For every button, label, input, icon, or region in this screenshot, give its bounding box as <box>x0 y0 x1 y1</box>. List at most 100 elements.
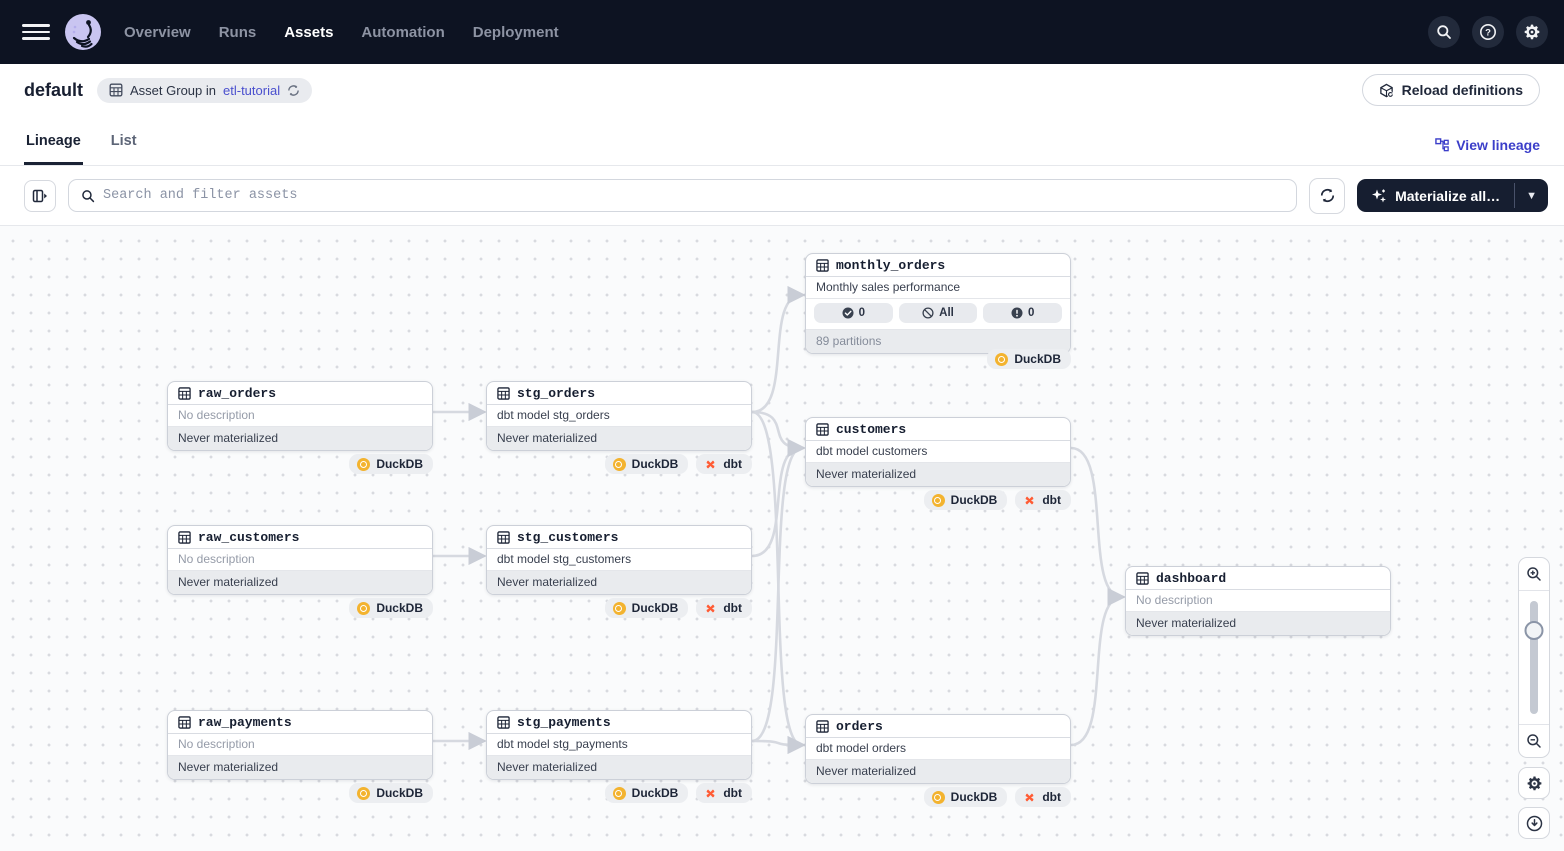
tag-dbt[interactable]: dbt <box>696 598 752 618</box>
asset-tag-row: DuckDB <box>167 598 433 618</box>
zoom-slider-thumb[interactable] <box>1524 621 1544 640</box>
partition-pill-check[interactable]: 0 <box>814 303 893 323</box>
asset-node-header[interactable]: monthly_orders <box>806 254 1070 277</box>
asset-node-header[interactable]: raw_customers <box>168 526 432 549</box>
duckdb-icon <box>612 457 626 471</box>
expand-sidebar-icon[interactable] <box>24 179 56 212</box>
help-icon[interactable]: ? <box>1472 16 1504 48</box>
asset-node-header[interactable]: customers <box>806 418 1070 441</box>
nav-item-deployment[interactable]: Deployment <box>472 23 559 41</box>
nav-item-assets[interactable]: Assets <box>284 23 334 41</box>
tab-list[interactable]: List <box>110 133 137 149</box>
asset-node-header[interactable]: stg_payments <box>487 711 751 734</box>
tab-lineage[interactable]: Lineage <box>24 133 83 165</box>
dagster-logo-icon[interactable] <box>64 13 102 51</box>
materialize-all-main[interactable]: Materialize all… <box>1357 179 1514 212</box>
asset-status: Never materialized <box>487 571 751 594</box>
reload-definitions-button[interactable]: Reload definitions <box>1361 74 1540 106</box>
download-image-icon[interactable] <box>1518 807 1550 839</box>
asset-description: dbt model stg_orders <box>487 405 751 427</box>
asset-node-header[interactable]: stg_orders <box>487 382 751 405</box>
tag-duckdb[interactable]: DuckDB <box>604 783 689 803</box>
nav-item-runs[interactable]: Runs <box>218 23 257 41</box>
refresh-icon[interactable] <box>1309 177 1346 214</box>
asset-table-icon <box>497 531 510 544</box>
asset-table-icon <box>178 531 191 544</box>
nav-item-automation[interactable]: Automation <box>361 23 445 41</box>
zoom-out-icon[interactable] <box>1519 724 1549 757</box>
graph-settings-icon[interactable] <box>1518 767 1550 799</box>
partition-pill-slash[interactable]: All <box>898 303 978 323</box>
tag-duckdb[interactable]: DuckDB <box>923 787 1008 807</box>
menu-icon[interactable] <box>22 18 50 46</box>
asset-node-header[interactable]: orders <box>806 715 1070 738</box>
asset-name: stg_orders <box>517 386 596 401</box>
settings-icon[interactable] <box>1516 16 1548 48</box>
asset-node-header[interactable]: stg_customers <box>487 526 751 549</box>
failed-warning-icon <box>1011 307 1023 319</box>
dbt-icon <box>706 604 715 612</box>
code-location-link[interactable]: etl-tutorial <box>223 82 281 98</box>
asset-table-icon <box>816 720 829 733</box>
duckdb-icon <box>357 601 371 615</box>
edge-stg_orders-to-orders <box>751 410 806 754</box>
tag-duckdb[interactable]: DuckDB <box>604 454 689 474</box>
duckdb-icon <box>612 786 626 800</box>
search-icon[interactable] <box>1428 16 1460 48</box>
view-lineage-link[interactable]: View lineage <box>1435 137 1540 165</box>
asset-status: Never materialized <box>487 427 751 450</box>
edge-orders-to-dashboard <box>1070 587 1126 747</box>
zoom-slider-track[interactable] <box>1530 601 1538 714</box>
sparkle-icon <box>1372 189 1387 202</box>
tag-duckdb[interactable]: DuckDB <box>349 454 433 474</box>
partition-pill-warn[interactable]: 0 <box>983 303 1063 323</box>
tag-duckdb[interactable]: DuckDB <box>604 598 689 618</box>
tag-dbt[interactable]: dbt <box>1015 490 1071 510</box>
tag-duckdb[interactable]: DuckDB <box>987 349 1071 369</box>
tag-dbt[interactable]: dbt <box>696 454 752 474</box>
asset-search <box>68 179 1298 212</box>
asset-node-header[interactable]: dashboard <box>1126 567 1390 590</box>
asset-status: Never materialized <box>487 756 751 779</box>
asset-name: customers <box>836 422 907 437</box>
sync-icon[interactable] <box>287 84 300 97</box>
tag-duckdb[interactable]: DuckDB <box>349 598 433 618</box>
tag-dbt[interactable]: dbt <box>1015 787 1071 807</box>
asset-name: stg_customers <box>517 530 619 545</box>
asset-node-header[interactable]: raw_payments <box>168 711 432 734</box>
materialize-dropdown-caret-icon[interactable]: ▼ <box>1526 189 1537 202</box>
tag-dbt[interactable]: dbt <box>696 783 752 803</box>
asset-name: raw_payments <box>198 715 292 730</box>
nav-item-overview[interactable]: Overview <box>124 23 191 41</box>
asset-group-badge: Asset Group in etl-tutorial <box>97 77 313 103</box>
asset-description: dbt model stg_payments <box>487 734 751 756</box>
page-title: default <box>24 79 84 100</box>
materialize-all-button: Materialize all… ▼ <box>1357 179 1548 212</box>
asset-status: Never materialized <box>168 427 432 450</box>
tag-duckdb[interactable]: DuckDB <box>923 490 1008 510</box>
asset-group-label: Asset Group in <box>130 82 217 98</box>
asset-node-header[interactable]: raw_orders <box>168 382 432 405</box>
tag-duckdb[interactable]: DuckDB <box>349 783 433 803</box>
asset-table-icon <box>1136 572 1149 585</box>
edge-stg_orders-to-customers <box>751 410 806 458</box>
asset-table-icon <box>178 387 191 400</box>
zoom-in-icon[interactable] <box>1519 558 1549 591</box>
zoom-slider[interactable] <box>1519 591 1549 724</box>
asset-tag-row: DuckDB dbt <box>805 490 1071 510</box>
graph-toolbar: Materialize all… ▼ <box>0 166 1564 226</box>
search-input[interactable] <box>103 188 1285 203</box>
edge-customers-to-dashboard <box>1070 446 1126 607</box>
